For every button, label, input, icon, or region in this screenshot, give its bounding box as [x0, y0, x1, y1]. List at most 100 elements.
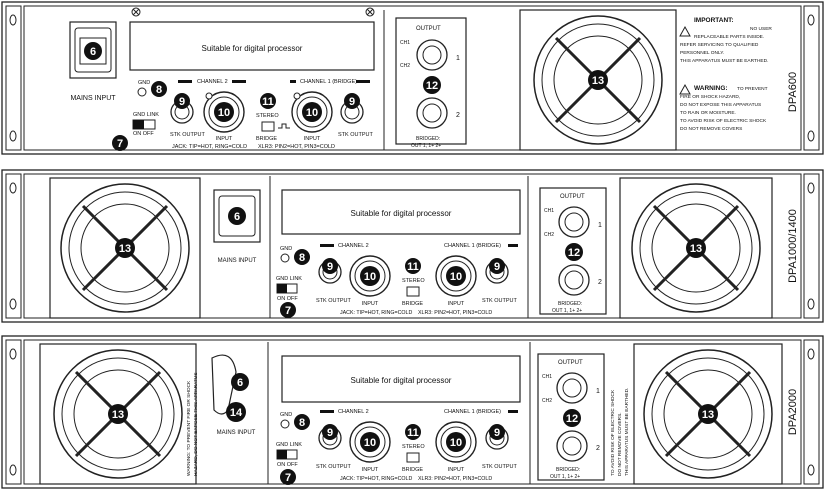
- gnd-link-label: GND LINK: [276, 442, 302, 448]
- processor-slot-plate: Suitable for digital processor: [129, 7, 375, 71]
- warning-line: DO NOT EXPOSE THIS APPARATUS: [680, 102, 761, 108]
- jack-note: JACK: TIP=HOT, RING=COLD: [172, 144, 247, 150]
- stk-output-ch2-label: STK OUTPUT: [170, 132, 205, 138]
- xlr-input-ch2[interactable]: 10: [203, 91, 245, 133]
- callout-6-label: 6: [90, 46, 96, 58]
- stk-output-ch2-label: STK OUTPUT: [316, 464, 351, 470]
- out-ch1: CH1: [542, 374, 552, 380]
- warning-line: TO AVOID RISK OF ELECTRIC SHOCK: [680, 118, 767, 124]
- out-ch2: CH2: [542, 398, 552, 404]
- output-title: OUTPUT: [560, 194, 585, 200]
- xlr-input-ch1[interactable]: 10: [435, 255, 477, 297]
- important-line: PERSONNEL ONLY.: [680, 50, 724, 56]
- gnd-terminal[interactable]: [280, 253, 290, 263]
- processor-slot-plate: Suitable for digital processor: [281, 189, 521, 235]
- callout-13: 13: [702, 409, 714, 421]
- warning-triangle-icon: [679, 83, 691, 95]
- gnd-label: GND: [280, 246, 292, 252]
- cooling-fan: 13: [519, 9, 677, 151]
- model-label: DPA2000: [787, 389, 799, 435]
- xlr-note: XLR3: PIN2=HOT, PIN3=COLD: [418, 310, 492, 316]
- bridged-label: BRIDGED:: [556, 467, 580, 473]
- cooling-fan-left: 13: [49, 177, 201, 319]
- mains-input-label: MAINS INPUT: [218, 258, 257, 264]
- callout-6: 6: [237, 377, 243, 389]
- stereo-bridge-switch[interactable]: [261, 121, 275, 132]
- warning-left-line: HAZARD, DO NOT EXPOSE THIS APPARATUS: [193, 372, 199, 476]
- xlr-ch2-label: INPUT: [362, 467, 379, 473]
- gnd-terminal[interactable]: [137, 87, 147, 97]
- unit-dpa600: 6 MAINS INPUT Suitable for digital proce…: [1, 1, 824, 155]
- xlr-note: XLR3: PIN2=HOT, PIN3=COLD: [258, 144, 335, 150]
- gnd-link-label: GND LINK: [276, 276, 302, 282]
- warning-right-line: TO AVOID RISK OF ELECTRIC SHOCK: [610, 389, 616, 476]
- unit-dpa1000-1400: 13 6 MAINS INPUT Suitable for digital pr…: [1, 169, 824, 323]
- gnd-terminal[interactable]: [280, 419, 290, 429]
- out-num-2: 2: [456, 112, 460, 119]
- stk-output-ch1-label: STK OUTPUT: [482, 464, 517, 470]
- gnd-label: GND: [280, 412, 292, 418]
- callout-10b: 10: [450, 437, 462, 449]
- stereo-bridge-switch[interactable]: [406, 452, 420, 463]
- out-num-1: 1: [596, 388, 600, 395]
- mains-input-label: MAINS INPUT: [70, 95, 116, 102]
- model-label: DPA600: [787, 72, 799, 112]
- callout-9a: 9: [327, 427, 333, 439]
- callout-8: 8: [299, 417, 305, 429]
- stereo-label: STEREO: [402, 444, 425, 450]
- stereo-label: STEREO: [402, 278, 425, 284]
- xlr-ch1-label: INPUT: [448, 467, 465, 473]
- channel1-label: CHANNEL 1 (BRIDGE): [300, 79, 357, 85]
- mains-inlet[interactable]: 6: [213, 189, 261, 243]
- xlr-input-ch1[interactable]: 10: [291, 91, 333, 133]
- processor-label: Suitable for digital processor: [351, 209, 452, 218]
- bridged-out: OUT 1, 1+ 2+: [550, 474, 580, 480]
- important-title: IMPORTANT:: [694, 17, 734, 24]
- warning-title: WARNING:: [694, 85, 728, 92]
- important-line: REPLACEABLE PARTS INSIDE.: [694, 34, 764, 40]
- mains-cable-inlet[interactable]: 6 14: [211, 354, 249, 422]
- warning-triangle-icon: [679, 25, 691, 37]
- out-ch2: CH2: [400, 63, 410, 69]
- mains-inlet[interactable]: 6: [69, 21, 117, 79]
- callout-11: 11: [407, 427, 419, 439]
- gnd-link-on-off: ON OFF: [277, 296, 298, 302]
- callout-13: 13: [119, 243, 131, 255]
- xlr-input-ch1[interactable]: 10: [435, 421, 477, 463]
- warning-left-line: WARNING: TO PREVENT FIRE OR SHOCK: [186, 380, 192, 476]
- callout-12: 12: [566, 413, 578, 425]
- warning-line: TO RAIN OR MOISTURE.: [680, 110, 736, 116]
- callout-13: 13: [690, 243, 702, 255]
- important-line: REFER SERVICING TO QUALIFIED: [680, 42, 759, 48]
- processor-label: Suitable for digital processor: [351, 376, 452, 385]
- bridge-label: BRIDGE: [402, 467, 423, 473]
- bridged-out: OUT 1, 1+ 2+: [552, 308, 582, 314]
- stereo-label: STEREO: [256, 113, 279, 119]
- xlr-note: XLR3: PIN2=HOT, PIN3=COLD: [418, 476, 492, 482]
- unit-dpa2000: 13 WARNING: TO PREVENT FIRE OR SHOCK HAZ…: [1, 335, 824, 489]
- callout-14: 14: [230, 407, 243, 419]
- cooling-fan-left: 13: [39, 343, 197, 485]
- processor-slot-plate: Suitable for digital processor: [281, 355, 521, 403]
- stereo-bridge-switch[interactable]: [406, 286, 420, 297]
- stk-output-ch1-label: STK OUTPUT: [338, 132, 373, 138]
- gnd-link-on-off: ON OFF: [277, 462, 298, 468]
- speaker-output-plate: OUTPUT CH1 CH2 1 2 12 BRIDGED: OUT 1, 1+…: [537, 353, 605, 481]
- output-title: OUTPUT: [558, 360, 583, 366]
- model-label: DPA1000/1400: [787, 209, 799, 283]
- out-num-1: 1: [598, 222, 602, 229]
- cooling-fan-right: 13: [633, 343, 783, 485]
- jack-note: JACK: TIP=HOT, RING=COLD: [340, 476, 412, 482]
- channel1-label: CHANNEL 1 (BRIDGE): [444, 409, 501, 415]
- callout-6: 6: [234, 211, 240, 223]
- callout-6: [84, 42, 102, 60]
- processor-label: Suitable for digital processor: [202, 44, 303, 53]
- xlr-input-ch2[interactable]: 10: [349, 255, 391, 297]
- xlr-input-ch2[interactable]: 10: [349, 421, 391, 463]
- bridged-label: BRIDGED:: [558, 301, 582, 307]
- gnd-label: GND: [138, 80, 150, 86]
- callout-9b: 9: [349, 96, 355, 108]
- channel2-label: CHANNEL 2: [338, 409, 369, 415]
- out-ch2: CH2: [544, 232, 554, 238]
